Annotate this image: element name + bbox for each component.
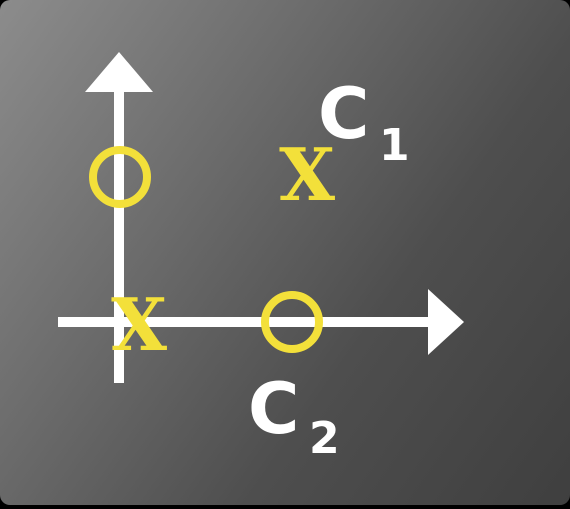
circle-marker-on-y-axis: [89, 146, 151, 208]
circle-marker-on-x-axis: [261, 291, 323, 353]
label-c1-letter: C: [318, 73, 369, 155]
label-c2: C 2: [248, 368, 340, 464]
label-c2-letter: C: [248, 368, 299, 450]
label-c1: C 1: [318, 73, 410, 171]
cross-marker-origin: X: [111, 282, 167, 367]
label-c2-subscript: 2: [309, 413, 340, 464]
label-c1-subscript: 1: [379, 120, 410, 171]
x-axis-arrowhead: [428, 289, 464, 355]
y-axis-arrowhead: [85, 52, 153, 92]
cross-marker-c1: X: [279, 132, 335, 217]
